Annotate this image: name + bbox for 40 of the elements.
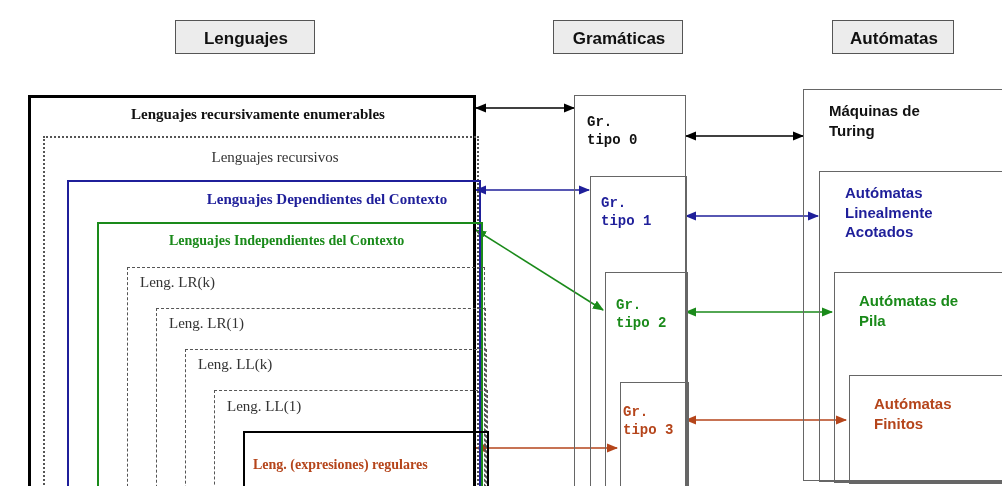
double-arrow bbox=[684, 211, 820, 221]
set-label: Lenguajes recursivos bbox=[210, 148, 340, 167]
double-arrow bbox=[475, 229, 604, 311]
set-box bbox=[214, 390, 488, 486]
column-heading: Lenguajes bbox=[202, 28, 290, 50]
set-box bbox=[156, 308, 486, 486]
set-label: Leng. LR(1) bbox=[169, 314, 245, 333]
set-label: Autómatas de Pila bbox=[859, 291, 959, 330]
set-label: Máquinas de Turing bbox=[829, 101, 921, 140]
set-label: Leng. LL(k) bbox=[198, 355, 274, 374]
set-box bbox=[834, 272, 1002, 483]
column-heading: Gramáticas bbox=[571, 28, 667, 50]
set-box bbox=[590, 176, 687, 486]
double-arrow bbox=[474, 185, 591, 195]
set-label: Leng. (expresiones) regulares bbox=[253, 456, 429, 474]
set-box bbox=[605, 272, 688, 486]
set-label: Lenguajes Independientes del Contexto bbox=[169, 232, 406, 250]
heading-box bbox=[832, 20, 954, 54]
set-box bbox=[185, 349, 487, 486]
set-label: Gr. tipo 2 bbox=[616, 296, 668, 333]
double-arrow bbox=[684, 131, 805, 141]
set-box bbox=[849, 375, 1002, 484]
double-arrow bbox=[474, 103, 576, 113]
set-label: Leng. LR(k) bbox=[140, 273, 216, 292]
column-heading: Autómatas bbox=[849, 28, 939, 50]
set-label: Leng. LL(1) bbox=[227, 397, 303, 416]
set-label: Lenguajes recursivamente enumerables bbox=[130, 105, 386, 124]
heading-box bbox=[175, 20, 315, 54]
set-label: Gr. tipo 1 bbox=[601, 194, 653, 231]
set-box bbox=[819, 171, 1002, 482]
set-box bbox=[574, 95, 686, 486]
set-box bbox=[620, 382, 689, 486]
heading-box bbox=[553, 20, 683, 54]
set-label: Gr. tipo 0 bbox=[587, 113, 639, 150]
double-arrow bbox=[474, 443, 619, 453]
set-label: Lenguajes Dependientes del Contexto bbox=[205, 190, 449, 209]
set-label: Autómatas Linealmente Acotados bbox=[845, 183, 934, 242]
set-label: Autómatas Finitos bbox=[874, 394, 953, 433]
set-box bbox=[803, 89, 1002, 481]
set-label: Gr. tipo 3 bbox=[623, 403, 675, 440]
